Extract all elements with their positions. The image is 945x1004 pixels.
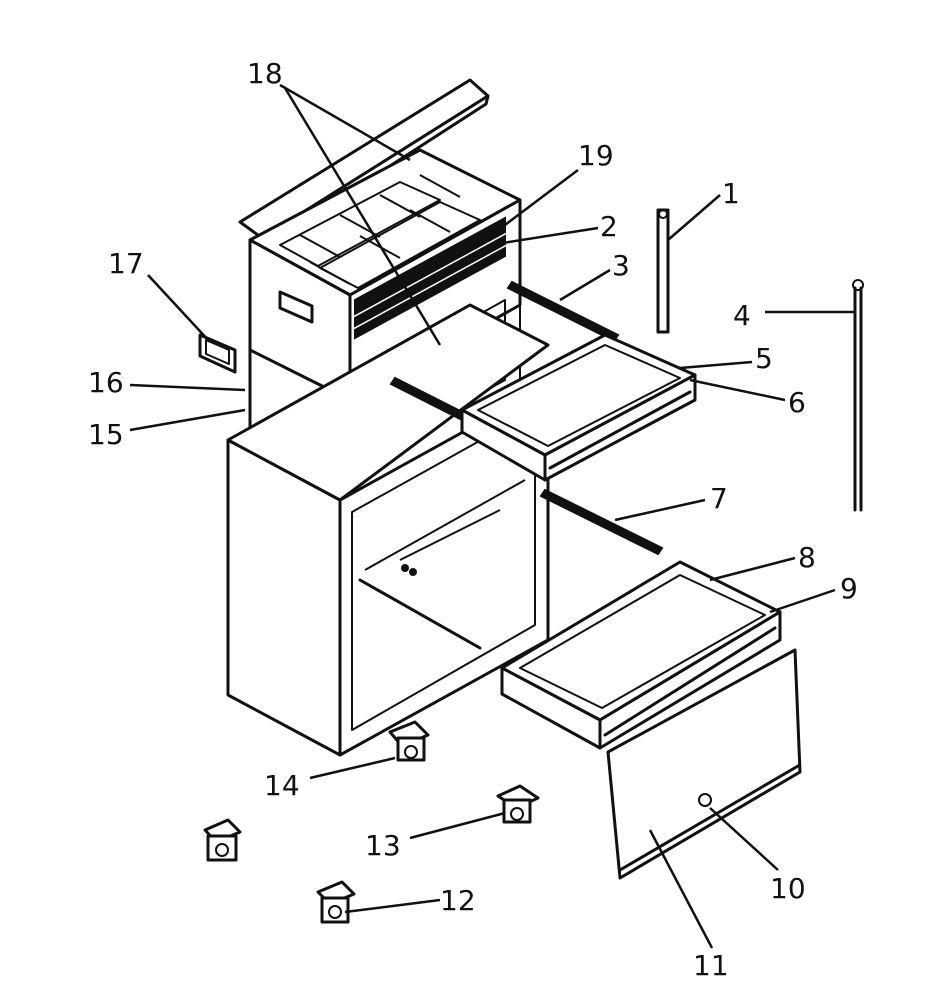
- caster-14: [388, 720, 430, 762]
- lock-plate: [198, 333, 237, 374]
- rail-1: [656, 208, 670, 334]
- drawer-slides: [389, 280, 664, 556]
- callout-12: 12: [440, 884, 476, 917]
- casters: [203, 720, 540, 924]
- callout-3: 3: [612, 249, 630, 282]
- callout-11: 11: [693, 949, 729, 982]
- callout-4: 4: [733, 299, 751, 332]
- caster-loose: [203, 818, 242, 862]
- leader-lines: [129, 83, 855, 949]
- caster-13: [496, 784, 540, 824]
- callout-19: 19: [578, 139, 614, 172]
- callout-16: 16: [88, 366, 124, 399]
- caster-12: [316, 880, 356, 924]
- drawer-front-panel: [606, 648, 802, 880]
- rod-4: [852, 279, 864, 512]
- callout-7: 7: [710, 482, 728, 515]
- callout-9: 9: [840, 572, 858, 605]
- lower-drawer: [500, 560, 782, 750]
- callout-6: 6: [788, 386, 806, 419]
- callout-18: 18: [247, 57, 283, 90]
- callout-1: 1: [722, 177, 740, 210]
- callout-15: 15: [88, 418, 124, 451]
- callout-5: 5: [755, 342, 773, 375]
- callout-10: 10: [770, 872, 806, 905]
- callout-17: 17: [108, 247, 144, 280]
- callout-13: 13: [365, 829, 401, 862]
- callout-14: 14: [264, 769, 300, 802]
- callout-8: 8: [798, 541, 816, 574]
- upper-drawer: [460, 333, 697, 482]
- callout-labels: 18 19 2 3 1 4 5 6 7 8 9 10 11 12 13 14 1…: [88, 57, 858, 982]
- callout-2: 2: [600, 210, 618, 243]
